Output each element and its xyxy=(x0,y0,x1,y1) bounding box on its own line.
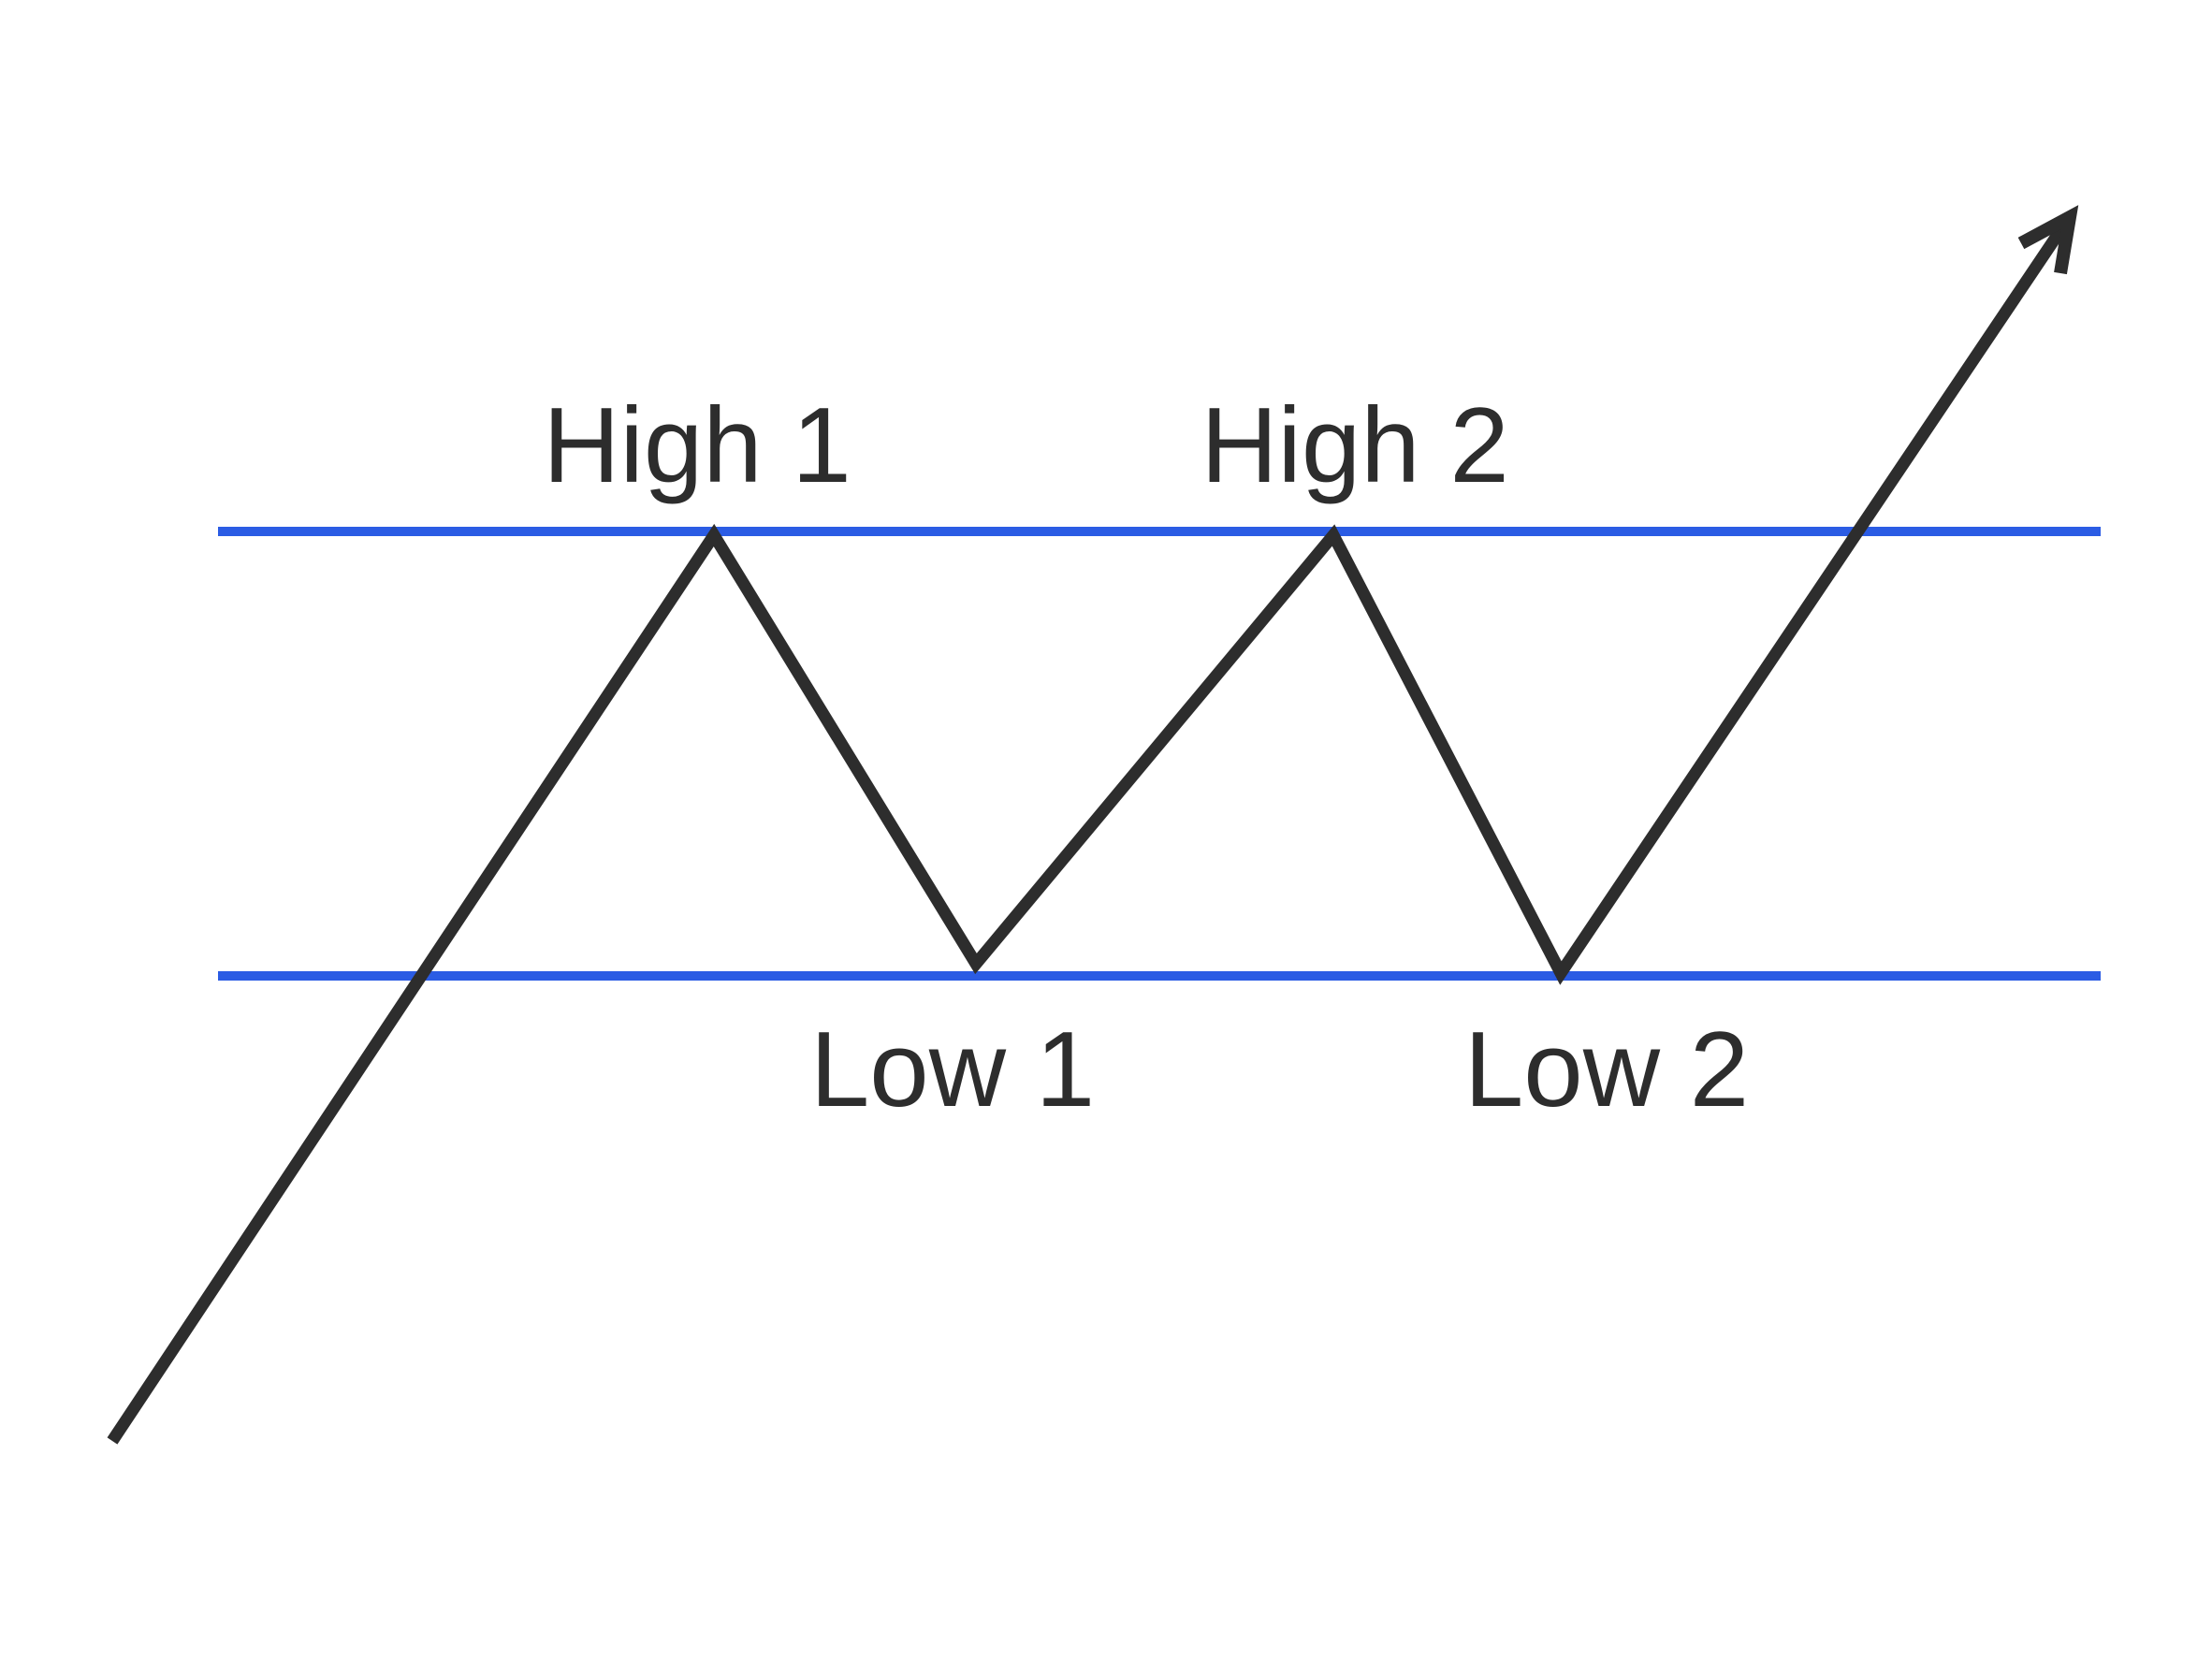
label-low-2: Low 2 xyxy=(1464,1011,1749,1129)
price-zigzag-line xyxy=(107,214,2074,1445)
label-high-1: High 1 xyxy=(543,386,851,505)
breakout-arrowhead-icon xyxy=(2017,205,2079,275)
label-high-2: High 2 xyxy=(1201,386,1509,505)
label-low-1: Low 1 xyxy=(810,1011,1095,1129)
